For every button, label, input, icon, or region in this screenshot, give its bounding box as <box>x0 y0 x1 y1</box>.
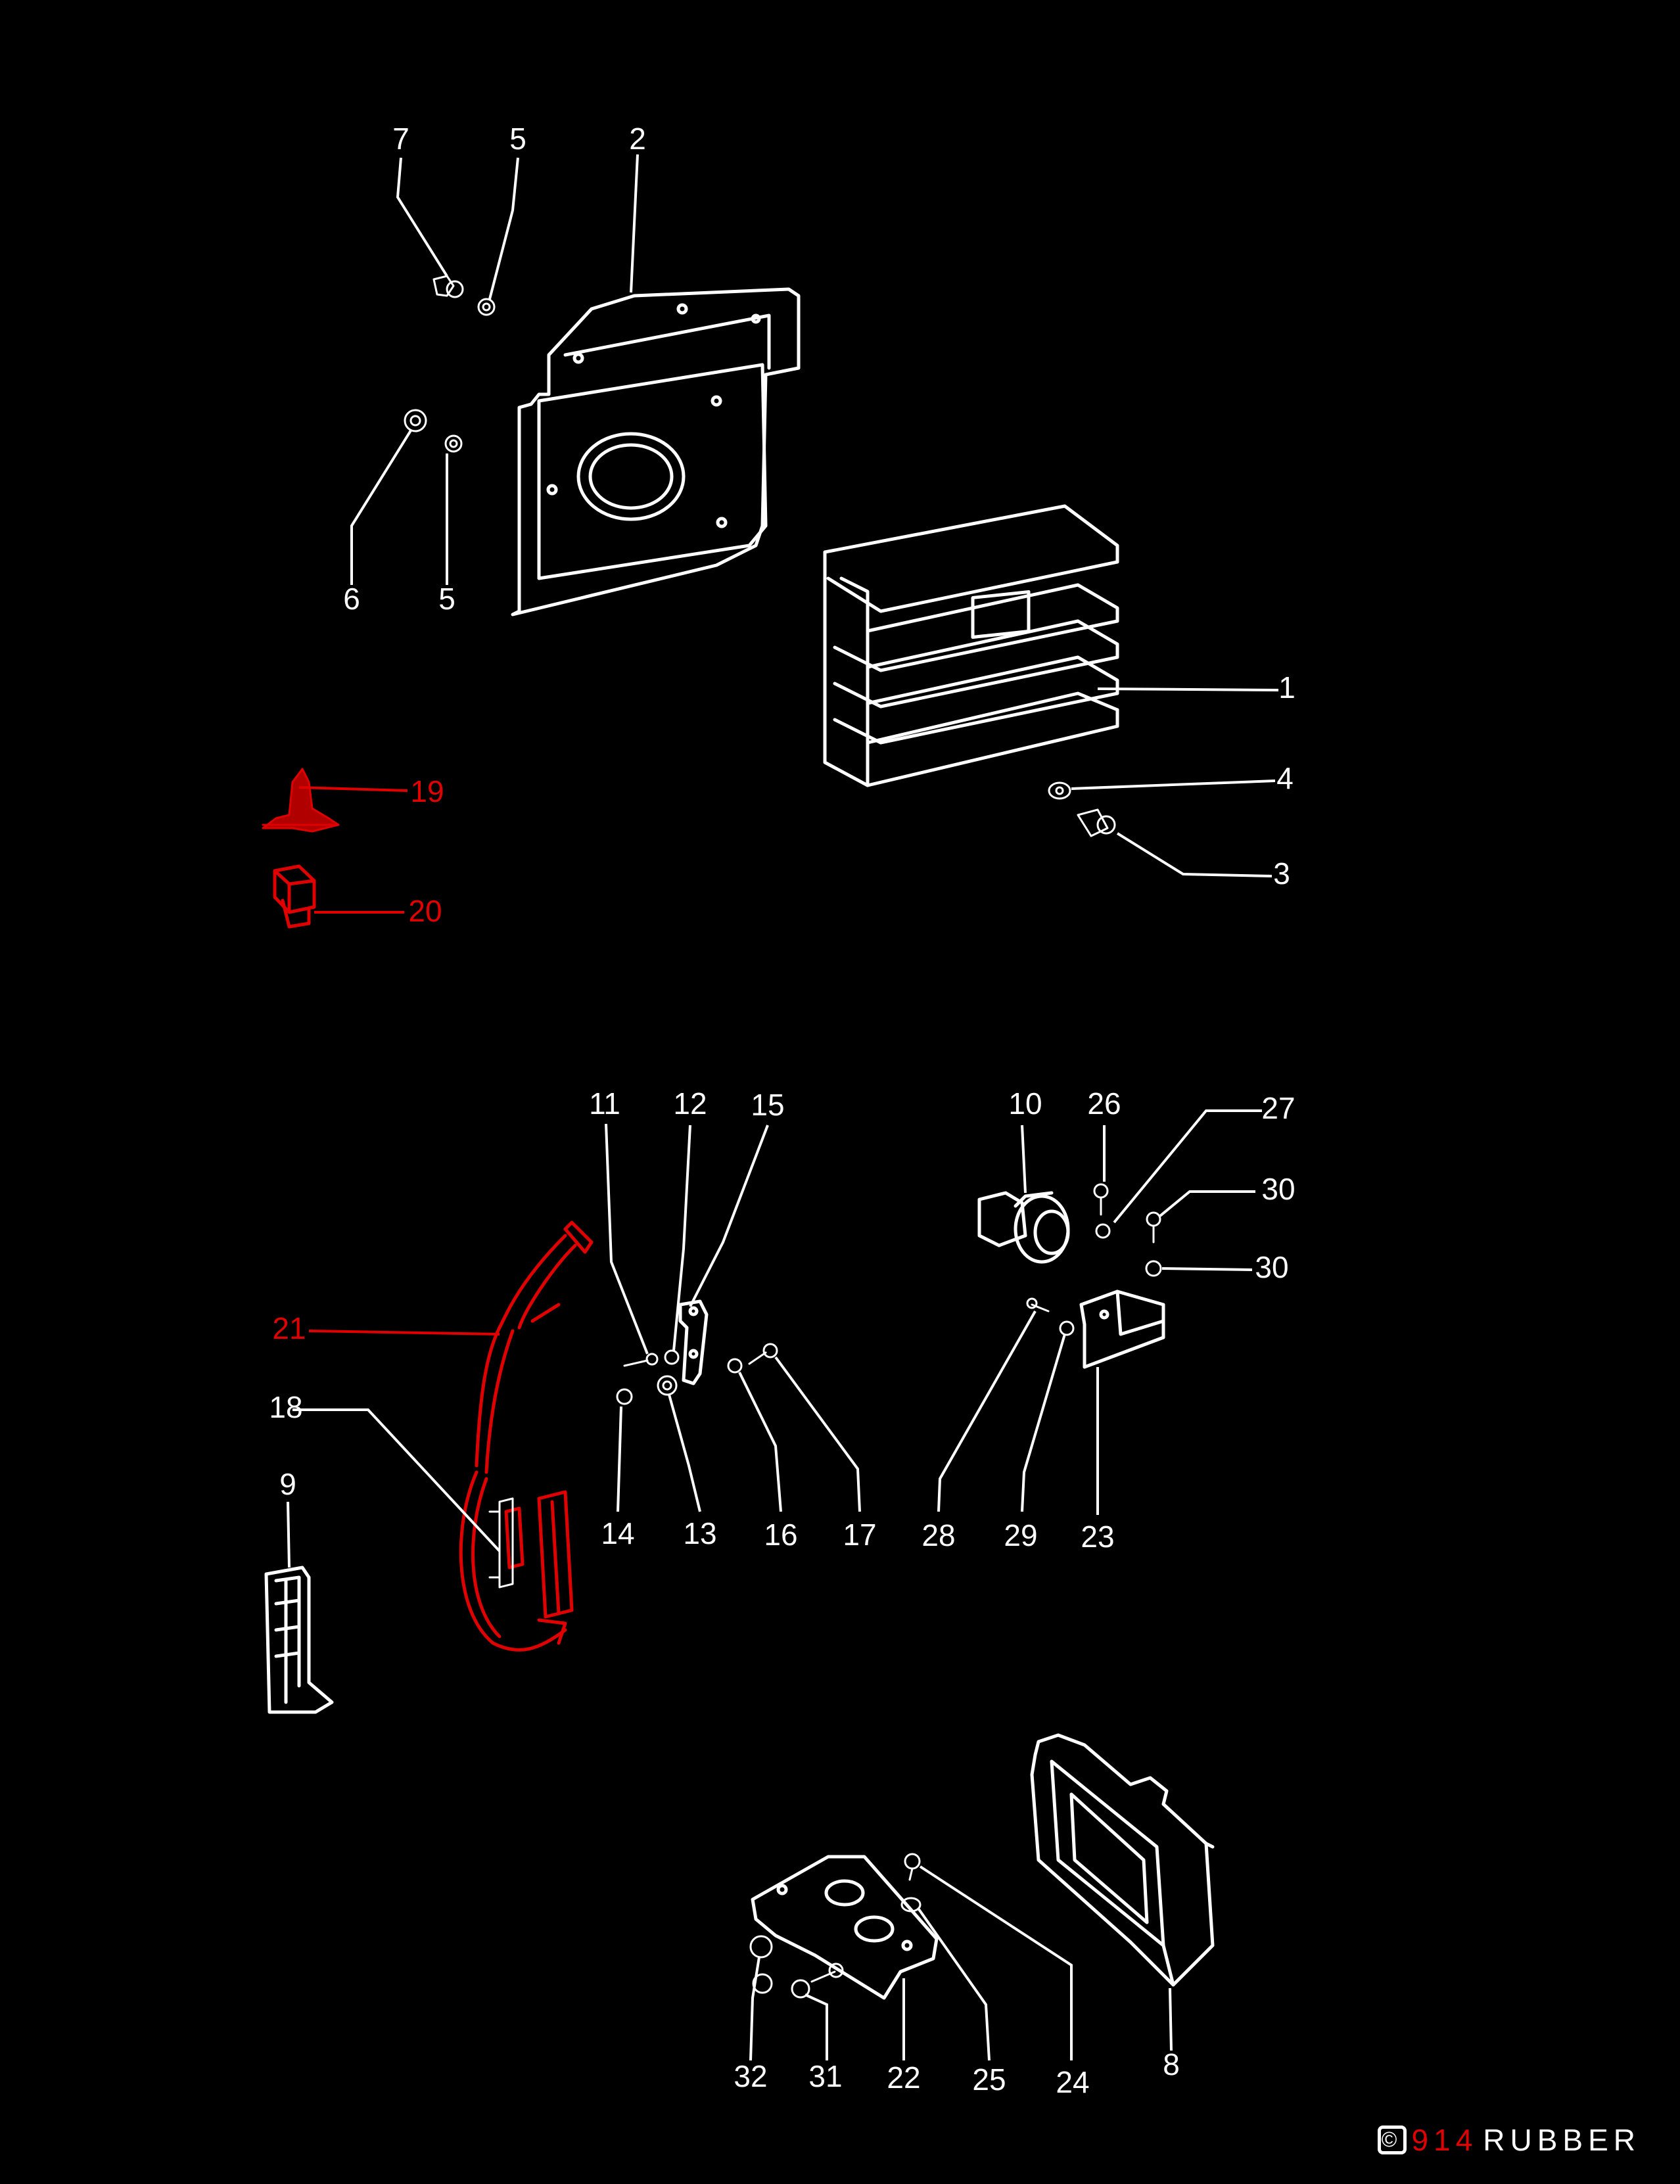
callout-13[interactable]: 13 <box>683 1516 716 1550</box>
callout-6[interactable]: 6 <box>343 582 360 616</box>
callout-22[interactable]: 22 <box>887 2060 920 2095</box>
part-11-screw <box>623 1353 659 1367</box>
callout-15[interactable]: 15 <box>751 1088 784 1122</box>
part-26-screw <box>1093 1183 1109 1216</box>
part-6-nut <box>404 409 427 432</box>
callout-5-bottom[interactable]: 5 <box>438 582 455 616</box>
part-13-nut <box>657 1375 678 1396</box>
part-21-wiring-harness <box>459 1220 594 1652</box>
callout-12[interactable]: 12 <box>673 1086 707 1121</box>
callout-26[interactable]: 26 <box>1087 1086 1121 1121</box>
part-17-screw <box>748 1343 778 1365</box>
callout-28[interactable]: 28 <box>922 1518 955 1552</box>
callout-30-lower[interactable]: 31 <box>808 2059 842 2093</box>
part-16-washer <box>727 1358 743 1374</box>
callout-18[interactable]: 18 <box>269 1390 302 1424</box>
part-18-clip <box>488 1497 514 1589</box>
callout-32[interactable]: 32 <box>734 2059 767 2093</box>
part-10-relay <box>977 1191 1070 1264</box>
part-8-control-unit <box>1030 1733 1215 1987</box>
part-2-mounting-plate <box>511 287 801 616</box>
part-28-screw <box>1026 1297 1050 1313</box>
copyright-icon: © <box>1377 2126 1407 2154</box>
part-32-nut <box>749 1935 773 1994</box>
part-31-washer <box>1145 1260 1162 1277</box>
part-19-grommet <box>262 768 340 833</box>
callout-31[interactable]: 30 <box>1255 1250 1288 1284</box>
part-4-washer <box>1048 781 1071 800</box>
callout-30-upper[interactable]: 30 <box>1261 1172 1295 1206</box>
part-29-washer <box>1059 1320 1075 1336</box>
part-23-bracket <box>1079 1289 1165 1369</box>
part-27-washer <box>1095 1223 1111 1239</box>
callout-23[interactable]: 23 <box>1081 1520 1114 1554</box>
part-14-washer <box>616 1388 633 1405</box>
callout-4[interactable]: 4 <box>1276 761 1294 795</box>
leader-lines <box>287 154 1279 2061</box>
callout-29[interactable]: 29 <box>1004 1518 1037 1552</box>
callout-10[interactable]: 10 <box>1008 1086 1042 1121</box>
callout-5-top[interactable]: 5 <box>509 122 526 156</box>
part-25-washer <box>900 1897 922 1913</box>
callout-11[interactable]: 11 <box>589 1086 620 1121</box>
watermark-logo: © 914 RUBBER <box>1377 2122 1641 2158</box>
part-20-connector <box>273 864 316 929</box>
part-3-screw <box>1077 808 1116 837</box>
part-12-washer <box>664 1349 680 1365</box>
callout-labels: 1 2 3 4 5 5 6 7 8 9 10 11 12 13 14 15 16… <box>269 122 1295 2099</box>
callout-2[interactable]: 2 <box>629 122 646 156</box>
callout-21[interactable]: 21 <box>272 1311 306 1345</box>
part-5-washer-bottom <box>444 434 463 453</box>
part-30-screw-upper <box>1146 1211 1161 1243</box>
part-5-washer-top <box>477 298 496 316</box>
watermark-number: 914 <box>1411 2123 1478 2157</box>
callout-20[interactable]: 20 <box>408 894 442 928</box>
part-15-bracket <box>678 1299 709 1385</box>
part-30-screw-lower <box>791 1963 844 1999</box>
watermark-brand: RUBBER <box>1483 2123 1641 2157</box>
callout-24[interactable]: 24 <box>1056 2065 1089 2099</box>
callout-16[interactable]: 16 <box>764 1518 797 1552</box>
callout-3[interactable]: 3 <box>1273 856 1290 891</box>
callout-8[interactable]: 8 <box>1163 2047 1180 2081</box>
part-24-screw <box>904 1853 921 1881</box>
part-7-screw <box>432 275 464 298</box>
callout-9[interactable]: 9 <box>279 1467 296 1501</box>
callout-17[interactable]: 17 <box>843 1518 876 1552</box>
callout-14[interactable]: 14 <box>601 1516 634 1550</box>
callout-1[interactable]: 1 <box>1278 670 1295 705</box>
part-9-connector-housing <box>264 1566 334 1714</box>
callout-27[interactable]: 27 <box>1261 1091 1295 1125</box>
part-22-bracket-plate <box>751 1855 939 2000</box>
callout-7[interactable]: 7 <box>392 122 409 156</box>
callout-19[interactable]: 19 <box>410 774 444 808</box>
callout-25[interactable]: 25 <box>972 2062 1006 2097</box>
part-1-heat-sink <box>823 504 1119 787</box>
